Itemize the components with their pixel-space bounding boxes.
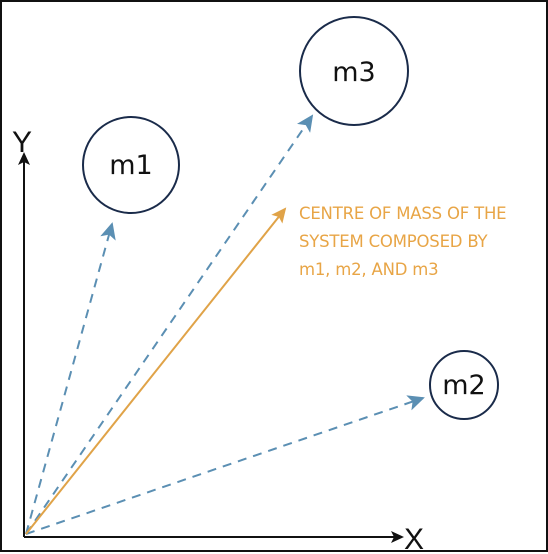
mass-m2-circle bbox=[429, 350, 499, 420]
x-axis-label: X bbox=[404, 523, 424, 554]
centre-of-mass-label-line-3: m1, m2, AND m3 bbox=[299, 260, 438, 279]
vector-m1 bbox=[25, 222, 116, 535]
mass-m3-label: m3 bbox=[332, 57, 375, 88]
vector-m3 bbox=[25, 114, 314, 535]
mass-m1-circle bbox=[82, 116, 180, 214]
centre-of-mass-label-line-2: SYSTEM COMPOSED BY bbox=[299, 232, 489, 251]
vector-m2 bbox=[25, 395, 425, 535]
mass-m1-label: m1 bbox=[109, 150, 152, 181]
vector-centre-of-mass bbox=[25, 207, 287, 535]
y-axis-label: Y bbox=[12, 126, 32, 159]
centre-of-mass-label-line-1: CENTRE OF MASS OF THE bbox=[299, 204, 506, 223]
mass-m2-label: m2 bbox=[442, 370, 485, 401]
mass-m3-circle bbox=[299, 16, 409, 126]
